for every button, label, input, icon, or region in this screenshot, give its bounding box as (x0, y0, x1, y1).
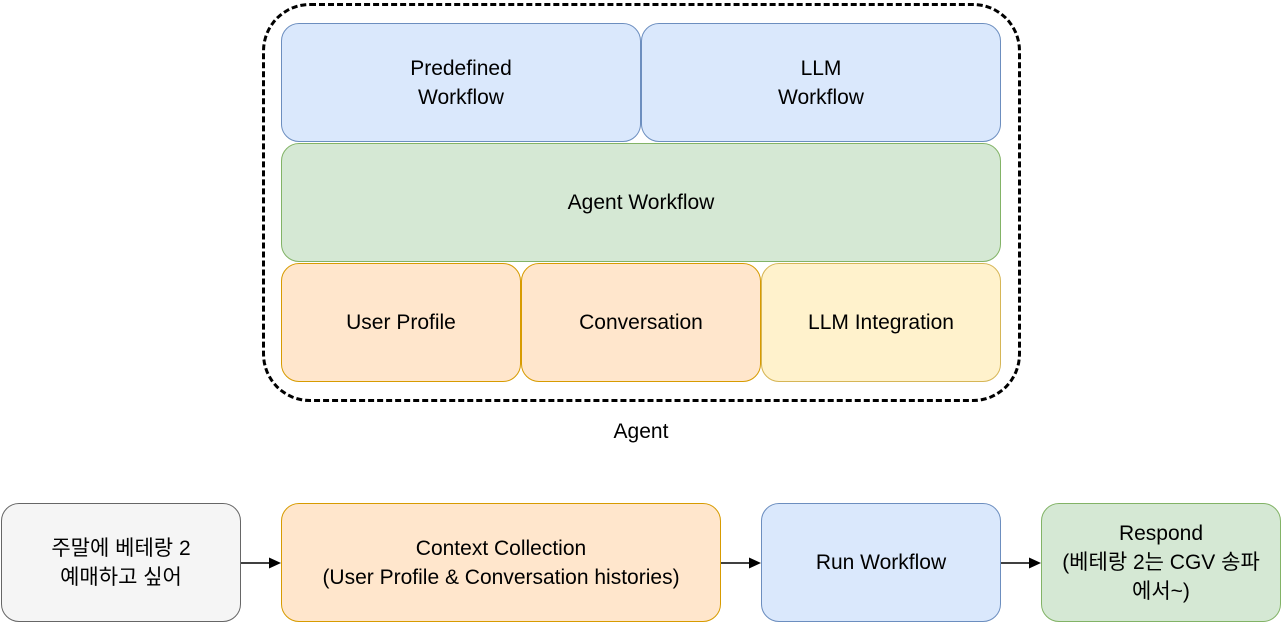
conversation-label: Conversation (579, 311, 703, 334)
llm-integration-box[interactable]: LLM Integration (761, 263, 1001, 382)
run-workflow-box[interactable]: Run Workflow (761, 503, 1001, 622)
predefined-workflow-label: Predefined Workflow (410, 56, 512, 109)
respond-label: Respond (베테랑 2는 CGV 송파 에서~) (1062, 522, 1260, 603)
arrowhead-run-to-respond (1029, 557, 1041, 569)
respond-box[interactable]: Respond (베테랑 2는 CGV 송파 에서~) (1041, 503, 1281, 622)
arrowhead-context-to-run (749, 557, 761, 569)
llm-workflow-label: LLM Workflow (778, 56, 864, 109)
llm-workflow-box[interactable]: LLM Workflow (641, 23, 1001, 142)
run-workflow-label: Run Workflow (815, 551, 947, 574)
agent-workflow-box[interactable]: Agent Workflow (281, 143, 1001, 262)
user-profile-label: User Profile (346, 311, 456, 334)
agent-caption: Agent (613, 420, 669, 443)
agent-workflow-label: Agent Workflow (567, 191, 715, 214)
arrowhead-request-to-context (269, 557, 281, 569)
agent-container (262, 3, 1021, 402)
predefined-workflow-box[interactable]: Predefined Workflow (281, 23, 641, 142)
user-profile-box[interactable]: User Profile (281, 263, 521, 382)
user-request-box[interactable]: 주말에 베테랑 2 예매하고 싶어 (1, 503, 241, 622)
conversation-box[interactable]: Conversation (521, 263, 761, 382)
context-collection-box[interactable]: Context Collection (User Profile & Conve… (281, 503, 721, 622)
user-request-label: 주말에 베테랑 2 예매하고 싶어 (51, 536, 191, 589)
context-collection-label: Context Collection (User Profile & Conve… (322, 536, 680, 589)
llm-integration-label: LLM Integration (808, 311, 954, 334)
